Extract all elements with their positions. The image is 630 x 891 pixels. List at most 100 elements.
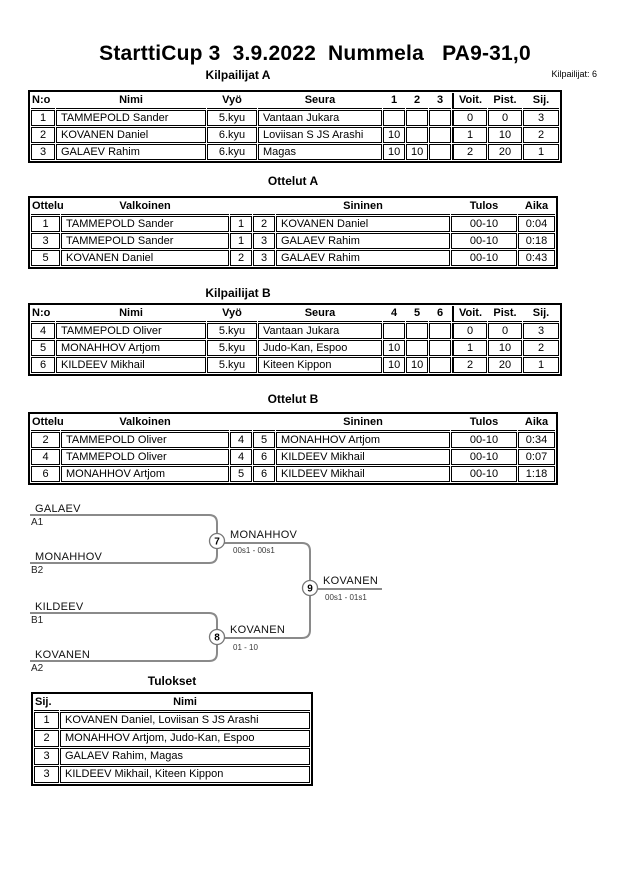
cell-result: 00-10 [451,449,517,465]
cell-blue-no: 5 [253,432,275,448]
cell-place: 2 [523,340,559,356]
cell-place: 1 [34,712,59,729]
col-header-wins: Voit. [452,306,487,322]
col-header-result: Tulos [451,199,517,215]
cell-match-no: 2 [31,432,60,448]
bracket-winner-name: KOVANEN [230,624,285,636]
col-header-result: Tulos [451,415,517,431]
col-header-m1: 4 [383,306,405,322]
cell-m3 [429,110,451,126]
cell-no: 2 [31,127,55,143]
bracket-match-score: 00s1 - 00s1 [233,546,275,555]
pool-a-header-row: N:o Nimi Vyö Seura 1 2 3 Voit. Pist. Sij… [31,93,559,109]
cell-blue: KILDEEV Mikhail [276,449,450,465]
cell-name: TAMMEPOLD Sander [56,110,206,126]
cell-points: 0 [488,110,522,126]
cell-white-no: 1 [230,233,252,249]
table-row: 5 KOVANEN Daniel 2 3 GALAEV Rahim 00-10 … [31,250,555,266]
matches-b-table: Ottelu Valkoinen Sininen Tulos Aika 2 TA… [28,412,558,485]
cell-m3 [429,357,451,373]
cell-white: TAMMEPOLD Sander [61,216,229,232]
table-row: 4 TAMMEPOLD Oliver 5.kyu Vantaan Jukara … [31,323,559,339]
cell-belt: 5.kyu [207,323,257,339]
cell-time: 0:34 [518,432,555,448]
cell-points: 0 [488,323,522,339]
cell-wins: 2 [452,144,487,160]
table-row: 2 TAMMEPOLD Oliver 4 5 MONAHHOV Artjom 0… [31,432,555,448]
pool-b-header-row: N:o Nimi Vyö Seura 4 5 6 Voit. Pist. Sij… [31,306,559,322]
table-row: 2 MONAHHOV Artjom, Judo-Kan, Espoo [34,730,310,747]
pool-a-heading: Kilpailijat A [205,68,271,82]
bracket-slot-name: KOVANEN [35,649,90,661]
results-table: Sij. Nimi 1 KOVANEN Daniel, Loviisan S J… [31,692,313,786]
cell-white: MONAHHOV Artjom [61,466,229,482]
col-header-belt: Vyö [207,93,257,109]
cell-name: KILDEEV Mikhail, Kiteen Kippon [60,766,310,783]
bracket-winner-name: KOVANEN [323,575,378,587]
cell-result: 00-10 [451,233,517,249]
cell-match-no: 4 [31,449,60,465]
cell-white-no: 5 [230,466,252,482]
cell-wins: 0 [452,323,487,339]
cell-white-no: 2 [230,250,252,266]
col-header-name: Nimi [56,306,206,322]
cell-wins: 0 [452,110,487,126]
bracket-slot-seed: A1 [31,517,44,528]
cell-blue: GALAEV Rahim [276,233,450,249]
cell-wins: 1 [452,340,487,356]
bracket-match-number: 9 [307,584,313,595]
cell-no: 5 [31,340,55,356]
bracket-match-circle [301,579,319,597]
cell-white-no: 4 [230,432,252,448]
cell-no: 4 [31,323,55,339]
cell-points: 20 [488,144,522,160]
cell-name: TAMMEPOLD Oliver [56,323,206,339]
col-header-place: Sij. [523,93,559,109]
table-row: 1 TAMMEPOLD Sander 5.kyu Vantaan Jukara … [31,110,559,126]
cell-m1: 10 [383,127,405,143]
col-header-place: Sij. [523,306,559,322]
cell-time: 0:07 [518,449,555,465]
table-row: 3 TAMMEPOLD Sander 1 3 GALAEV Rahim 00-1… [31,233,555,249]
cell-m1 [383,323,405,339]
cell-belt: 5.kyu [207,357,257,373]
cell-name: KOVANEN Daniel, Loviisan S JS Arashi [60,712,310,729]
cell-belt: 6.kyu [207,127,257,143]
page-title: StarttiCup 3 3.9.2022 Nummela PA9-31,0 [99,42,531,65]
cell-place: 3 [523,323,559,339]
competitors-count: Kilpailijat: 6 [551,69,597,79]
col-header-no: N:o [31,306,55,322]
cell-name: KOVANEN Daniel [56,127,206,143]
table-row: 1 TAMMEPOLD Sander 1 2 KOVANEN Daniel 00… [31,216,555,232]
matches-a-table: Ottelu Valkoinen Sininen Tulos Aika 1 TA… [28,196,558,269]
bracket-slot-seed: A2 [31,663,44,674]
col-header-blue: Sininen [276,199,450,215]
cell-belt: 5.kyu [207,340,257,356]
col-header-white: Valkoinen [61,199,229,215]
col-header-club: Seura [258,93,382,109]
cell-blue: MONAHHOV Artjom [276,432,450,448]
col-header-m1: 1 [383,93,405,109]
cell-m2: 10 [406,144,428,160]
cell-white: TAMMEPOLD Oliver [61,432,229,448]
cell-place: 1 [523,144,559,160]
col-header-name: Nimi [56,93,206,109]
cell-m3 [429,340,451,356]
table-row: 2 KOVANEN Daniel 6.kyu Loviisan S JS Ara… [31,127,559,143]
cell-blue-no: 6 [253,449,275,465]
cell-place: 1 [523,357,559,373]
cell-blue: KILDEEV Mikhail [276,466,450,482]
cell-time: 0:43 [518,250,555,266]
cell-name: MONAHHOV Artjom [56,340,206,356]
cell-white-no: 1 [230,216,252,232]
bracket-match-number: 8 [214,633,220,644]
cell-result: 00-10 [451,250,517,266]
cell-m3 [429,144,451,160]
cell-place: 3 [34,748,59,765]
bracket-slot-name: KILDEEV [35,601,84,613]
col-header-spacer [230,199,252,215]
col-header-spacer [253,199,275,215]
bracket-match-score: 00s1 - 01s1 [325,593,367,602]
cell-place: 2 [34,730,59,747]
cell-wins: 1 [452,127,487,143]
